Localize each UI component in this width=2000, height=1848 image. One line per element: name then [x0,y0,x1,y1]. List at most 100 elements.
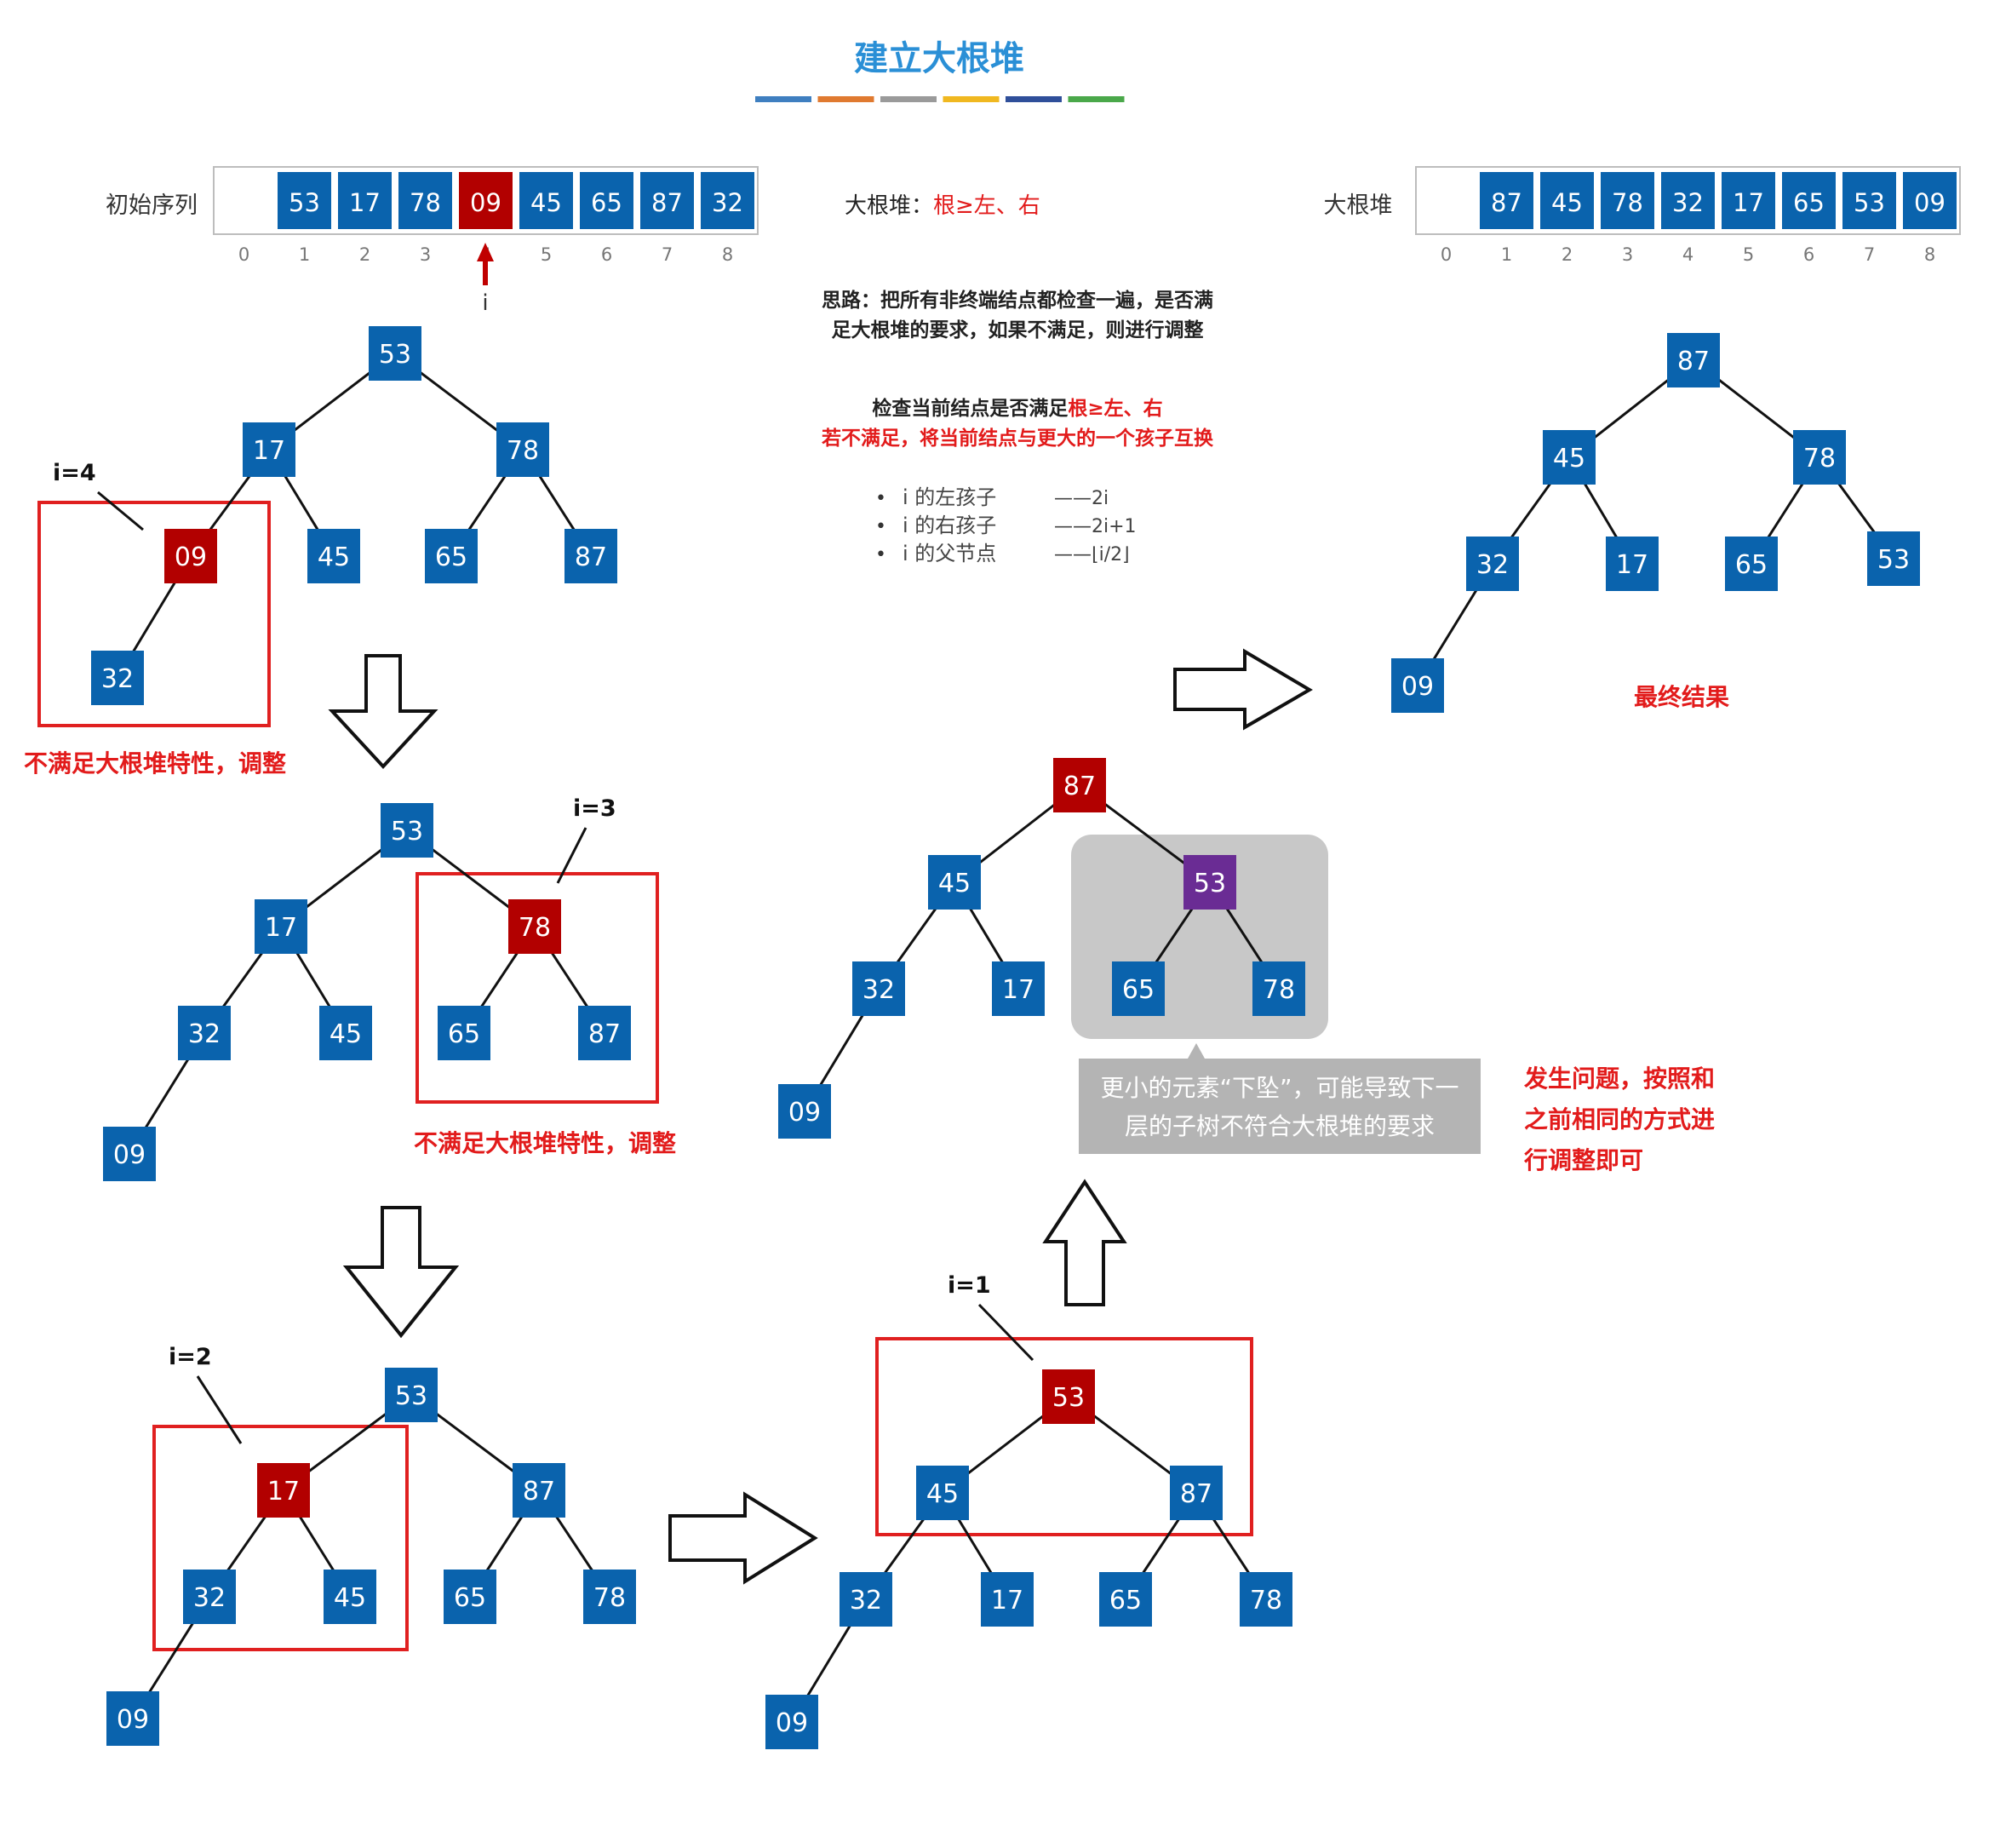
formula-value: ——⌊i/2⌋ [1054,544,1130,565]
tree-node-value: 87 [575,542,607,572]
check-line-1b: 根≥左、右 [1068,397,1162,420]
tree-node-value: 87 [1677,347,1710,376]
tree-node-value: 65 [435,542,467,572]
initial-array-index: 1 [299,244,310,265]
initial-array-cell-value: 53 [289,188,320,217]
arrow-down-1-icon [328,654,438,769]
final-array-index: 5 [1743,244,1754,265]
arrow-right-1-icon [668,1491,818,1585]
tree-node [257,1463,310,1518]
tree-node [1391,658,1444,713]
formula-name: i 的父节点 [903,542,996,565]
final-array-cell-value: 53 [1854,188,1885,217]
final-array-cell [1722,172,1775,229]
initial-array-cell-value: 17 [349,188,381,217]
tree-node [178,1006,231,1060]
initial-array-index: 2 [359,244,370,265]
tree-node-value: 78 [507,436,539,466]
color-bar-segment [817,96,874,102]
tree-node-value: 09 [175,542,207,572]
tree-node [928,855,981,910]
tree-node [324,1570,376,1624]
initial-array-cell [398,172,452,229]
final-array-cell [1842,172,1896,229]
formula-bullet: • [875,488,886,509]
tree-node [1543,430,1596,485]
initial-array-cell-value: 32 [712,188,743,217]
tree-node-value: 65 [1735,550,1768,580]
tree-node-value: 53 [1194,869,1226,898]
initial-array-index: 0 [238,244,249,265]
tree-node [91,651,144,705]
note-step1: 不满足大根堆特性，调整 [24,749,286,778]
tree-node-value: 53 [395,1381,427,1411]
tree-node-value: 78 [1803,444,1836,473]
tooltip-pointer [1188,1043,1205,1059]
leader-i4 [97,491,144,531]
tree-node-value: 87 [588,1019,621,1049]
initial-array: 0531172783094455656877328 [213,166,759,265]
tree-node [243,422,295,477]
final-array-index: 8 [1924,244,1935,265]
tree-node-value: 32 [188,1019,221,1049]
tree-node [564,529,617,583]
formula-list: •i 的左孩子——2i•i 的右孩子——2i+1•i 的父节点——⌊i/2⌋ [875,485,1137,565]
initial-array-index: 6 [601,244,612,265]
final-array-index: 3 [1622,244,1633,265]
final-array-cell-value: 45 [1551,188,1583,217]
final-array-cell [1903,172,1957,229]
label-i4: i=4 [53,460,96,486]
tree-node-value: 53 [1877,545,1910,575]
tree-node [992,961,1045,1016]
problem-note-1: 发生问题，按照和 [1523,1065,1715,1093]
tree-node-value: 45 [318,542,350,572]
formula-value: ——2i+1 [1054,516,1137,537]
tree-node-value: 78 [1250,1586,1282,1616]
tree-node [164,529,217,583]
tree-node [765,1695,818,1749]
final-array-cell-value: 09 [1914,188,1946,217]
formula-value: ——2i [1054,488,1109,509]
tree-node [583,1570,636,1624]
page-title: 建立大根堆 [854,39,1024,78]
tree-node-value: 78 [1263,975,1295,1005]
tooltip-line-1: 更小的元素“下坠”，可能导致下一 [1100,1074,1458,1102]
tree-node [1252,961,1305,1016]
initial-array-index: 7 [662,244,673,265]
tree-node [578,1006,631,1060]
tree-node [981,1572,1034,1627]
initial-array-cell-value: 09 [470,188,501,217]
tree-node-value: 65 [454,1583,486,1613]
initial-array-cell [640,172,694,229]
definition-label: 大根堆： [845,193,933,219]
frame-step4 [875,1337,1253,1536]
final-array-cell-value: 32 [1672,188,1704,217]
leader-i3 [556,827,587,884]
tree-node [1170,1466,1223,1520]
tree-node [307,529,360,583]
tree-node [1725,537,1778,591]
initial-array-cell-value: 78 [410,188,441,217]
check-line-1a: 检查当前结点是否满足 [872,397,1068,420]
title-color-bar [755,96,1125,102]
tree-node-value: 17 [1002,975,1034,1005]
initial-array-label: 初始序列 [106,192,198,219]
initial-array-index: 3 [420,244,431,265]
tree-node [1042,1369,1095,1424]
problem-note-2: 之前相同的方式进 [1524,1105,1715,1133]
check-line-2: 若不满足，将当前结点与更大的一个孩子互换 [822,427,1214,450]
tree-node-value: 17 [1616,550,1648,580]
tree-node-value: 78 [519,913,551,943]
final-result-label: 最终结果 [1634,683,1729,711]
tree-node-value: 87 [523,1477,555,1507]
tree-node [438,1006,490,1060]
initial-array-cell [701,172,754,229]
formula-name: i 的左孩子 [903,485,996,509]
initial-array-index: 8 [722,244,733,265]
final-array-cell [1601,172,1654,229]
